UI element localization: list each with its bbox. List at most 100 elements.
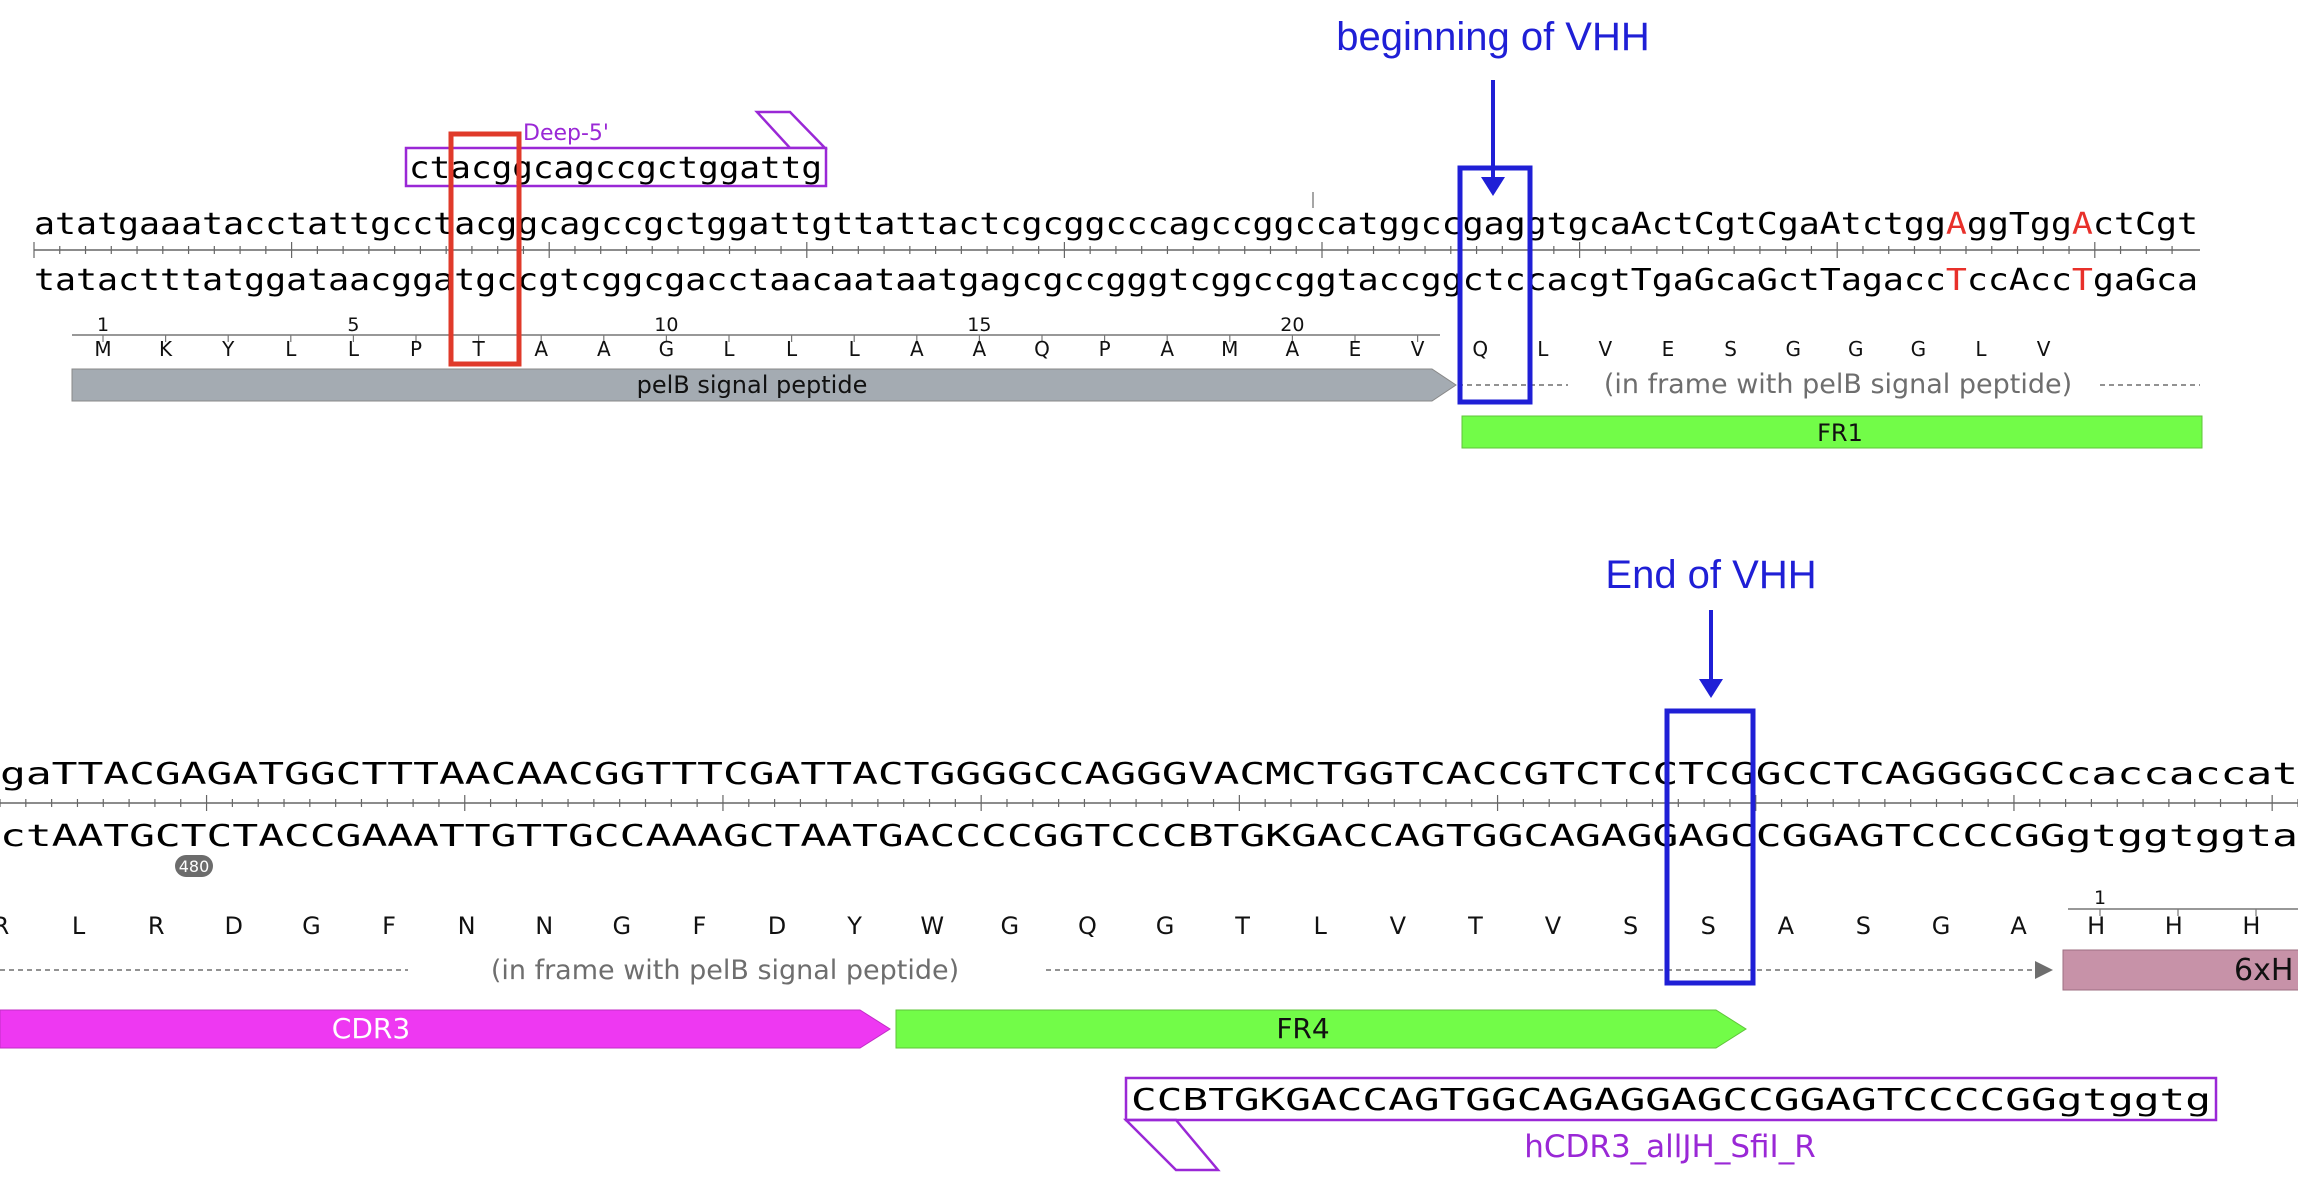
amino-acid: H <box>2242 912 2260 940</box>
amino-acid: H <box>2165 912 2183 940</box>
amino-acid: W <box>920 912 944 940</box>
amino-acid: N <box>535 912 553 940</box>
amino-acid: L <box>285 337 297 361</box>
top-strand-1: atatgaaatacctattgcctacggcagccgctggattgtt… <box>34 207 2198 242</box>
his-tag-label: 6xH <box>2234 953 2293 988</box>
amino-acid: P <box>410 337 422 361</box>
deep5-primer-box <box>404 146 828 188</box>
amino-acid: R <box>148 912 165 940</box>
top-strand-2: gaTTACGAGATGGCTTTAACAACGGTTTCGATTACTGGGG… <box>0 757 2298 792</box>
amino-acid: G <box>612 912 631 940</box>
amino-acid: G <box>1785 337 1801 361</box>
amino-acid: Y <box>846 912 862 940</box>
amino-acid: G <box>1156 912 1175 940</box>
amino-acid: L <box>786 337 798 361</box>
amino-acid: R <box>0 912 9 940</box>
cdr3-feature <box>0 1009 891 1049</box>
amino-acid: T <box>1467 912 1483 940</box>
hcdr3-primer-arrow <box>1122 1118 1221 1172</box>
beginning-arrow-head <box>1481 177 1505 196</box>
deep5-primer-arrow <box>754 110 828 150</box>
amino-acid: V <box>1599 337 1613 361</box>
deep5-primer-label: Deep-5' <box>523 121 609 146</box>
cdr3-label: CDR3 <box>332 1012 410 1045</box>
aa-number: 1 <box>97 314 109 336</box>
amino-acid: E <box>1349 337 1362 361</box>
amino-acid: M <box>94 337 111 361</box>
amino-acid: T <box>1234 912 1250 940</box>
amino-acid: A <box>597 337 611 361</box>
position-badge <box>175 855 213 877</box>
amino-acid: L <box>1314 912 1328 940</box>
amino-acid: S <box>1701 912 1716 940</box>
amino-acid: L <box>72 912 86 940</box>
red-highlight-box <box>448 131 522 367</box>
bottom-strand-2: ctAATGCTCTACCGAAATTGTTGCCAAAGCTAATGACCCC… <box>0 819 2298 854</box>
fr1-label: FR1 <box>1817 419 1863 447</box>
aa-number: 5 <box>347 314 359 336</box>
fr4-label: FR4 <box>1276 1012 1329 1045</box>
blue-highlight-box-1 <box>1457 165 1533 405</box>
fr1-feature <box>1461 415 2203 449</box>
deep5-primer-sequence: ctacggcagccgctggattg <box>409 151 822 186</box>
amino-acid: G <box>659 337 675 361</box>
amino-acid: A <box>1778 912 1795 940</box>
aa-number: 10 <box>654 314 678 336</box>
amino-acid: V <box>1411 337 1425 361</box>
amino-acid: S <box>1856 912 1871 940</box>
blue-highlight-box-2 <box>1664 708 1756 986</box>
amino-acid: L <box>1975 337 1987 361</box>
his-tag-feature <box>2062 949 2298 991</box>
hcdr3-primer-label: hCDR3_allJH_SfiI_R <box>1524 1129 1816 1165</box>
amino-acid: G <box>1848 337 1864 361</box>
amino-acid: A <box>973 337 987 361</box>
amino-acid: T <box>471 337 485 361</box>
amino-acid: K <box>159 337 173 361</box>
amino-acid: L <box>348 337 360 361</box>
panel-2: End of VHH gaTTACGAGATGGCTTTAACAACGGTTTC… <box>0 553 2298 1172</box>
end-of-vhh-label: End of VHH <box>1605 553 1816 597</box>
amino-acid: F <box>382 912 396 940</box>
amino-acid: L <box>849 337 861 361</box>
amino-acid: A <box>2010 912 2027 940</box>
amino-acid: V <box>1390 912 1407 940</box>
fr4-feature <box>895 1009 1747 1049</box>
beginning-of-vhh-label: beginning of VHH <box>1336 15 1650 59</box>
amino-acid: A <box>1160 337 1174 361</box>
amino-acid: M <box>1221 337 1238 361</box>
amino-acid: P <box>1099 337 1111 361</box>
aa-number: 20 <box>1280 314 1304 336</box>
in-frame-label-1: (in frame with pelB signal peptide) <box>1604 369 2072 400</box>
pelb-signal-peptide-feature <box>71 368 1457 402</box>
amino-acid: Q <box>1078 912 1097 940</box>
amino-acid: S <box>1623 912 1638 940</box>
amino-acid: A <box>910 337 924 361</box>
in-frame-label-2: (in frame with pelB signal peptide) <box>491 955 959 986</box>
amino-acid: Q <box>1034 337 1050 361</box>
aa-number: 15 <box>967 314 991 336</box>
amino-acid: L <box>723 337 735 361</box>
amino-acid: S <box>1724 337 1737 361</box>
end-arrow-head <box>1699 679 1723 698</box>
amino-acid: N <box>458 912 476 940</box>
ruler-1-ticks <box>33 242 2173 258</box>
amino-acid: D <box>768 912 786 940</box>
amino-acid: A <box>1286 337 1300 361</box>
amino-acid: G <box>1911 337 1927 361</box>
amino-acid: Y <box>221 337 235 361</box>
panel-1: beginning of VHH Deep-5' ctacggcagccgctg… <box>33 15 2203 449</box>
pelb-signal-peptide-label: pelB signal peptide <box>637 371 868 399</box>
amino-acid: V <box>2037 337 2051 361</box>
amino-acid: D <box>225 912 243 940</box>
amino-acid: G <box>1932 912 1951 940</box>
position-badge-label: 480 <box>179 857 210 876</box>
amino-acid: G <box>302 912 321 940</box>
hcdr3-primer-sequence: CCBTGKGACCAGTGGCAGAGGAGCCGGAGTCCCCGGgtgg… <box>1131 1083 2211 1118</box>
amino-acid: V <box>1545 912 1562 940</box>
amino-acid: G <box>1000 912 1019 940</box>
amino-acid: A <box>534 337 548 361</box>
